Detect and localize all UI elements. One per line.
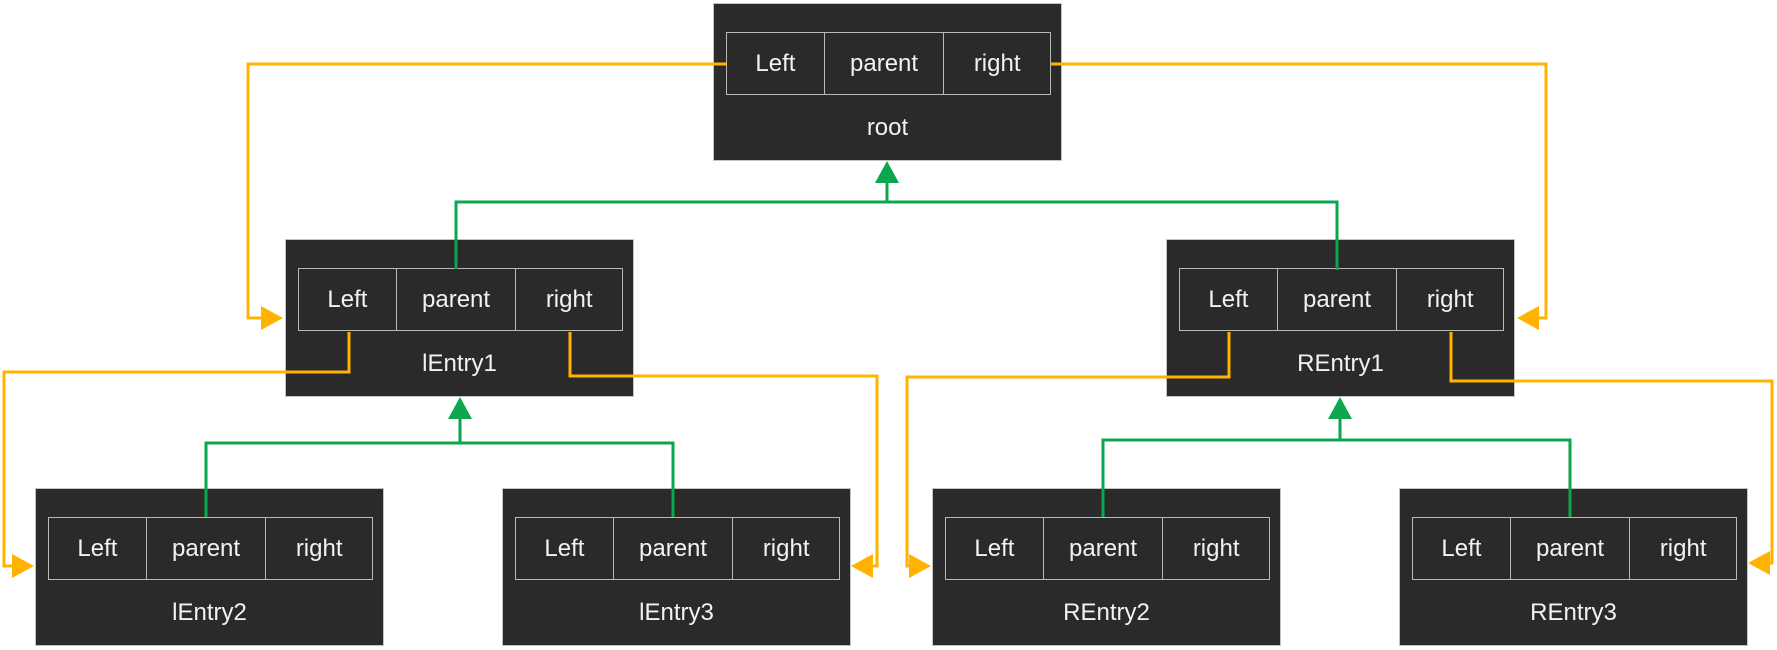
node-root: Left parent right root <box>713 3 1062 161</box>
cell-parent: parent <box>1510 517 1631 580</box>
cell-right: right <box>1630 517 1737 580</box>
cell-parent: parent <box>824 32 945 95</box>
node-label: lEntry1 <box>422 350 497 377</box>
cell-right: right <box>944 32 1051 95</box>
cell-left: Left <box>1179 268 1278 331</box>
node-rentry2: Left parent right REntry2 <box>932 488 1281 646</box>
cell-left: Left <box>298 268 397 331</box>
pointer-cells: Left parent right <box>298 268 623 331</box>
pointer-cells: Left parent right <box>1412 517 1737 580</box>
cell-parent: parent <box>1043 517 1164 580</box>
cell-right: right <box>733 517 840 580</box>
cell-right: right <box>1397 268 1504 331</box>
cell-left: Left <box>1412 517 1511 580</box>
pointer-cells: Left parent right <box>48 517 373 580</box>
cell-left: Left <box>726 32 825 95</box>
node-lentry3: Left parent right lEntry3 <box>502 488 851 646</box>
pointer-cells: Left parent right <box>945 517 1270 580</box>
node-label: lEntry2 <box>172 599 247 626</box>
node-rentry1: Left parent right REntry1 <box>1166 239 1515 397</box>
node-label: REntry3 <box>1530 599 1617 626</box>
pointer-cells: Left parent right <box>515 517 840 580</box>
node-lentry1: Left parent right lEntry1 <box>285 239 634 397</box>
cell-right: right <box>266 517 373 580</box>
cell-right: right <box>516 268 623 331</box>
node-label: REntry1 <box>1297 350 1384 377</box>
cell-left: Left <box>945 517 1044 580</box>
node-label: root <box>866 114 909 141</box>
node-label: lEntry3 <box>639 599 714 626</box>
node-rentry3: Left parent right REntry3 <box>1399 488 1748 646</box>
cell-parent: parent <box>146 517 267 580</box>
cell-left: Left <box>515 517 614 580</box>
cell-left: Left <box>48 517 147 580</box>
pointer-cells: Left parent right <box>1179 268 1504 331</box>
node-label: REntry2 <box>1063 599 1150 626</box>
node-lentry2: Left parent right lEntry2 <box>35 488 384 646</box>
cell-parent: parent <box>1277 268 1398 331</box>
cell-right: right <box>1163 517 1270 580</box>
cell-parent: parent <box>396 268 517 331</box>
cell-parent: parent <box>613 517 734 580</box>
pointer-cells: Left parent right <box>726 32 1051 95</box>
